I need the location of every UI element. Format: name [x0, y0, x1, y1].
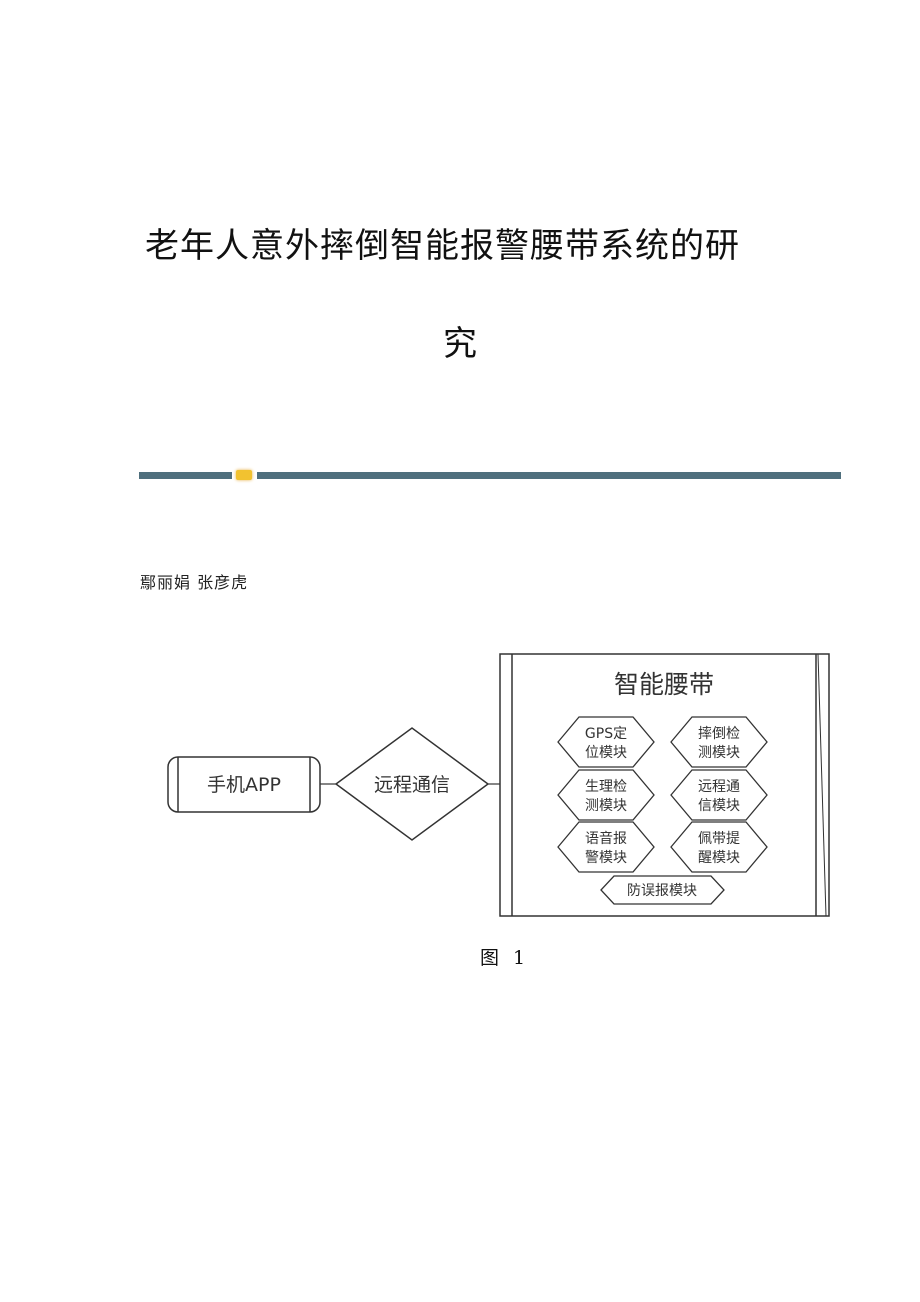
module-label: 摔倒检 [698, 725, 740, 742]
module-label: 远程通 [698, 779, 740, 795]
divider-right [257, 472, 841, 479]
authors: 鄢丽娟 张彦虎 [140, 573, 249, 592]
module-label: 位模块 [585, 745, 627, 761]
divider-left [139, 472, 232, 479]
comm-label: 远程通信 [374, 774, 450, 796]
module-label: 测模块 [698, 745, 740, 761]
module-label: 佩带提 [698, 831, 740, 847]
svg-text:防误报模块: 防误报模块 [627, 883, 697, 899]
module-label: 语音报 [585, 830, 627, 847]
app-node: 手机APP [167, 756, 321, 813]
bottom-module: 防误报模块 [600, 875, 725, 905]
title-line-2: 究 [443, 324, 478, 364]
module-label: 醒模块 [698, 850, 740, 866]
belt-box: 智能腰带 [499, 653, 830, 917]
belt-title: 智能腰带 [614, 670, 714, 699]
module-label: 生理检 [585, 779, 627, 795]
divider-icon [236, 470, 252, 480]
title-line-1: 老年人意外摔倒智能报警腰带系统的研 [145, 226, 740, 266]
module-label: GPS定 [585, 726, 627, 742]
module-label: 信模块 [698, 798, 740, 814]
app-label: 手机APP [207, 774, 281, 796]
comm-node: 远程通信 [334, 727, 490, 841]
figure-caption: 图 1 [480, 947, 530, 969]
module-label: 警模块 [585, 850, 627, 866]
module-label: 测模块 [585, 798, 627, 814]
